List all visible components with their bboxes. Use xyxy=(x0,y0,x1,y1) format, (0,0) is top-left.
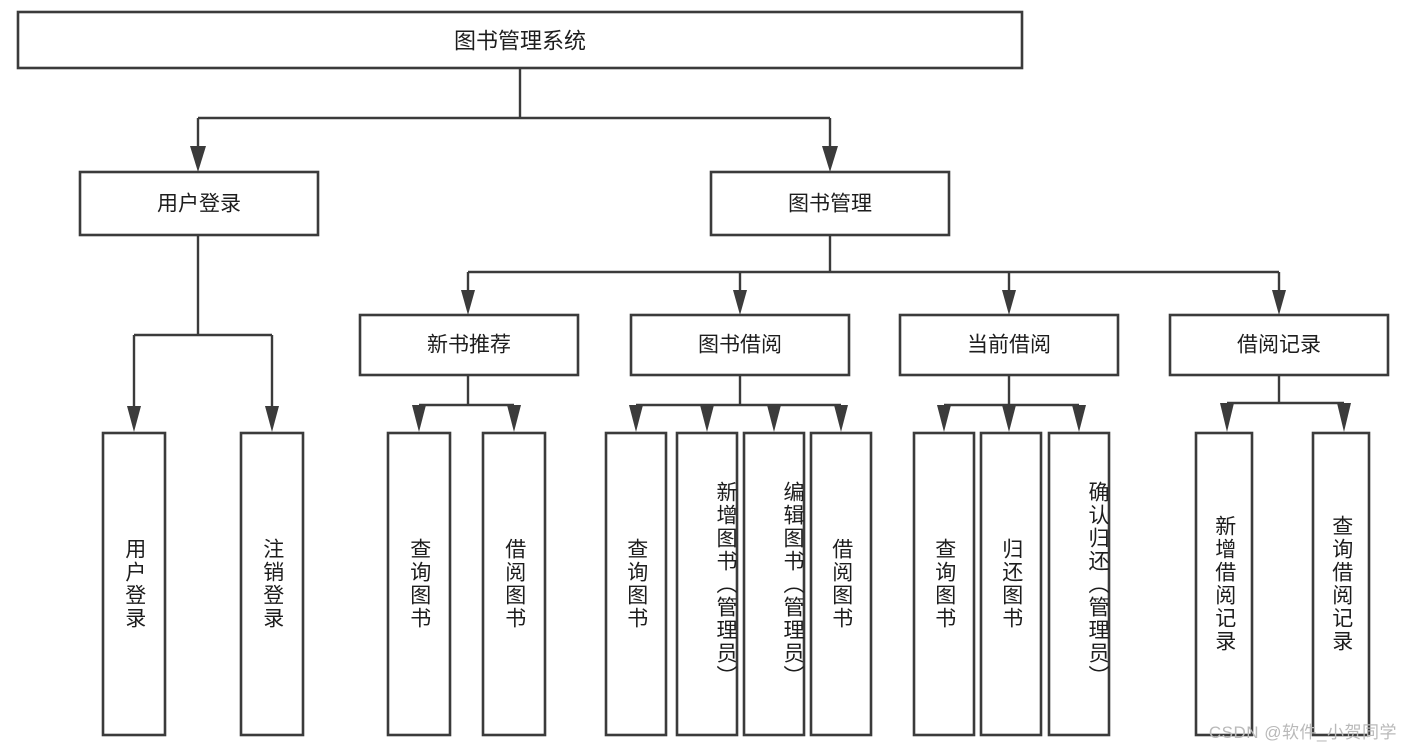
node-box-leaf-borrow-borrow-book[interactable] xyxy=(809,431,873,737)
arrowhead-leaf-borrow-add-book xyxy=(700,405,714,432)
node-label-new-book-recommend: 新书推荐 xyxy=(427,334,511,357)
node-box-new-book-recommend[interactable] xyxy=(358,313,580,377)
arrowhead-book-borrow xyxy=(733,290,747,315)
node-box-borrow-record[interactable] xyxy=(1168,313,1390,377)
node-box-root[interactable] xyxy=(16,10,1024,70)
node-box-leaf-current-confirm-return[interactable] xyxy=(1047,431,1111,737)
node-box-leaf-current-return-book[interactable] xyxy=(979,431,1043,737)
node-box-user-login[interactable] xyxy=(78,170,320,237)
arrowhead-bookmanage xyxy=(822,146,838,172)
node-box-leaf-borrow-add-book[interactable] xyxy=(675,431,739,737)
connector-group-new-book-recommend xyxy=(412,375,521,432)
node-label-current-borrow: 当前借阅 xyxy=(967,334,1051,357)
connector-group-book-borrow xyxy=(629,375,848,432)
arrowhead-leaf-rec-borrow-book xyxy=(507,405,521,432)
arrowhead-userlogin xyxy=(190,146,206,172)
node-box-leaf-user-login[interactable] xyxy=(101,431,167,737)
arrowhead-leaf-user-logout xyxy=(265,406,279,432)
node-label-book-borrow: 图书借阅 xyxy=(698,334,782,357)
arrowhead-leaf-borrow-borrow-book xyxy=(834,405,848,432)
node-box-leaf-record-query[interactable] xyxy=(1311,431,1371,737)
connector-group-userlogin xyxy=(127,235,279,432)
node-label-root: 图书管理系统 xyxy=(454,29,586,54)
node-label-user-login: 用户登录 xyxy=(157,193,241,216)
connector-group-borrow-record xyxy=(1220,375,1351,432)
node-box-leaf-borrow-query-book[interactable] xyxy=(604,431,668,737)
node-box-book-manage[interactable] xyxy=(709,170,951,237)
arrowhead-leaf-current-query-book xyxy=(937,405,951,432)
arrowhead-leaf-record-query xyxy=(1337,403,1351,432)
arrowhead-leaf-rec-query-book xyxy=(412,405,426,432)
arrowhead-leaf-borrow-query-book xyxy=(629,405,643,432)
node-box-current-borrow[interactable] xyxy=(898,313,1120,377)
arrowhead-current-borrow xyxy=(1002,290,1016,315)
node-label-book-manage: 图书管理 xyxy=(788,193,872,216)
node-box-book-borrow[interactable] xyxy=(629,313,851,377)
arrowhead-leaf-current-confirm-return xyxy=(1072,405,1086,432)
node-box-leaf-user-logout[interactable] xyxy=(239,431,305,737)
arrowhead-leaf-user-login xyxy=(127,406,141,432)
node-box-leaf-rec-borrow-book[interactable] xyxy=(481,431,547,737)
arrowhead-leaf-current-return-book xyxy=(1002,405,1016,432)
node-label-borrow-record: 借阅记录 xyxy=(1237,334,1321,357)
arrowhead-borrow-record xyxy=(1272,290,1286,315)
node-box-leaf-borrow-edit-book[interactable] xyxy=(742,431,806,737)
arrowhead-leaf-borrow-edit-book xyxy=(767,405,781,432)
node-box-leaf-rec-query-book[interactable] xyxy=(386,431,452,737)
csdn-watermark: CSDN @软件_小贺同学 xyxy=(1208,723,1397,742)
node-box-leaf-record-add[interactable] xyxy=(1194,431,1254,737)
arrowhead-leaf-record-add xyxy=(1220,403,1234,432)
node-box-leaf-current-query-book[interactable] xyxy=(912,431,976,737)
connector-group-current-borrow xyxy=(937,375,1086,432)
connector-group-bookmanage xyxy=(461,235,1286,315)
connector-group-root xyxy=(190,68,838,172)
arrowhead-new-book-recommend xyxy=(461,290,475,315)
